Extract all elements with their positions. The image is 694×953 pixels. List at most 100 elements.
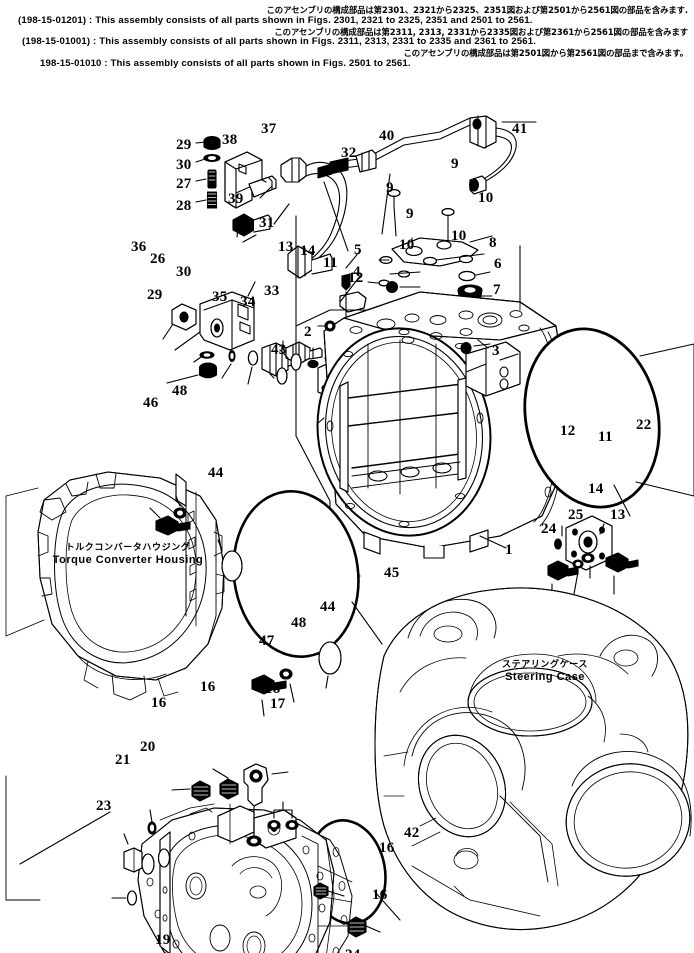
callout-20: 20 [140,739,156,755]
callout-14: 14 [300,243,316,259]
oring-45 [232,490,383,658]
hardware-30-29-lower [166,351,218,384]
torque-converter-housing [5,471,225,701]
callout-48: 48 [291,615,307,631]
note-jp-1: このアセンブリの構成部品は第2301、2321から2325、2351図および第2… [266,5,689,15]
callout-4: 4 [353,264,361,280]
callout-34: 34 [240,294,256,310]
callout-1: 1 [505,542,513,558]
hardware-47-48-lower [251,668,295,717]
callout-2: 2 [304,324,312,340]
oring-pair-43 [276,349,302,385]
callout-32: 32 [341,145,357,161]
callout-11: 11 [598,429,613,445]
callout-42: 42 [404,825,420,841]
callout-8: 8 [489,235,497,251]
callout-9: 9 [406,206,414,222]
label-en-torque-converter-housing: Torque Converter Housing [52,554,204,567]
note-en-1: (198-15-01201) : This assembly consists … [18,14,533,26]
callout-29: 29 [176,137,192,153]
callout-40: 40 [379,128,395,144]
callout-48: 48 [172,383,188,399]
callout-19: 19 [155,932,171,948]
washers-17 [267,801,299,831]
callout-27: 27 [176,176,192,192]
valve-body-26 [162,291,255,351]
callout-45: 45 [384,565,400,581]
callout-11: 11 [323,255,338,271]
sensor-18 [243,763,289,847]
transmission-housing-main [295,215,563,577]
hardware-stack-upper-left [195,135,221,209]
callout-10: 10 [478,190,494,206]
reference-lines [5,215,521,901]
callout-9: 9 [386,180,394,196]
hardware-33-34-35 [221,342,299,385]
callout-35: 35 [212,289,228,305]
callout-43: 43 [271,342,287,358]
elbow-fitting-38 [224,151,277,297]
label-en-steering-case: Steering Case [505,671,585,684]
hardware-4-5 [339,250,367,327]
callout-17: 17 [270,696,286,712]
callout-12: 12 [348,270,364,286]
note-jp-2: このアセンブリの構成部品は第2311, 2313, 2331から2335図および… [274,26,688,37]
callout-33: 33 [264,283,280,299]
callout-7: 7 [493,282,501,298]
transmission-case-lower [137,803,353,953]
callout-16: 16 [379,840,395,856]
callout-9: 9 [451,156,459,172]
plug-3 [460,341,491,355]
callout-13: 13 [278,239,294,255]
callout-36: 36 [131,239,147,255]
hardware-20-21-23 [19,809,171,906]
note-en-2: (198-15-01001) : This assembly consists … [22,36,537,48]
callout-10: 10 [399,237,415,253]
callout-28: 28 [176,198,192,214]
callout-25: 25 [568,507,584,523]
callout-24: 24 [345,948,361,953]
gasket-plate-9-10 [378,189,493,267]
callout-31: 31 [259,215,275,231]
oring-44-lower [318,641,342,689]
gasket-22 [523,327,694,517]
nuts-16 [171,768,381,938]
callout-44: 44 [208,465,224,481]
hose-assembly-37 [273,157,348,279]
callout-23: 23 [96,798,112,814]
callout-18: 18 [265,681,281,697]
callout-24: 24 [541,521,557,537]
callout-3: 3 [492,343,500,359]
callout-38: 38 [222,132,238,148]
callout-46: 46 [143,395,159,411]
callout-30: 30 [176,264,192,280]
callout-16: 16 [151,695,167,711]
callout-14: 14 [588,481,604,497]
callout-21: 21 [115,752,131,768]
callout-29: 29 [147,287,163,303]
callout-6: 6 [494,256,502,272]
oring-44-upper [217,539,243,582]
callout-39: 39 [228,191,244,207]
callout-13: 13 [610,507,626,523]
callout-47: 47 [259,633,275,649]
hardware-46-48-upper [149,495,191,536]
label-steering-case: ステアリングケース Steering Case [455,660,635,684]
cover-plate-11-right [547,515,639,597]
tube-assembly-40-41 [317,115,537,252]
callout-44: 44 [320,599,336,615]
label-jp-torque-converter-housing: トルクコンバータハウジング [65,543,191,553]
header-notes: このアセンブリの構成部品は第2301、2321から2325、2351図および第2… [0,6,694,71]
note-en-3: 198-15-01010 : This assembly consists of… [40,57,411,69]
callout-16: 16 [372,887,388,903]
label-jp-steering-case: ステアリングケース [502,660,588,670]
note-jp-3: このアセンブリの構成部品は第2501図から第2561図の部品まで含みます。 [403,48,688,58]
callout-26: 26 [150,251,166,267]
steering-case [374,587,692,931]
callout-5: 5 [354,242,362,258]
callout-37: 37 [261,121,277,137]
callout-22: 22 [636,417,652,433]
callout-30: 30 [176,157,192,173]
plug-2 [317,320,336,332]
